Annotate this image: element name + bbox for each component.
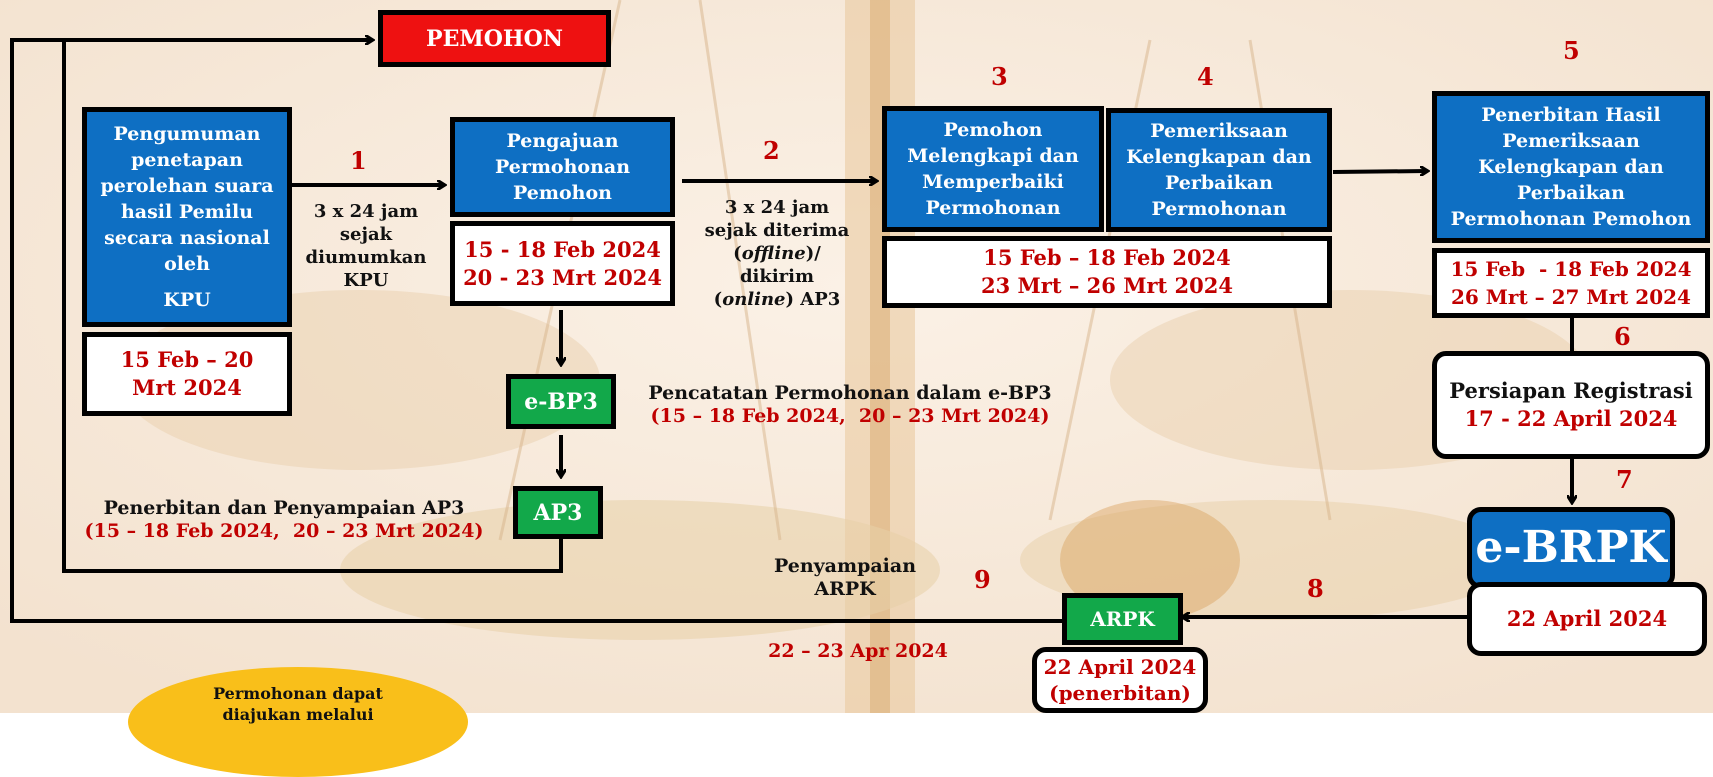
melengkapi-box: Pemohon Melengkapi dan Memperbaiki Permo… bbox=[882, 106, 1104, 232]
penerbitan-date-box: 15 Feb - 18 Feb 2024 26 Mrt – 27 Mrt 202… bbox=[1432, 248, 1710, 318]
step34-date-1: 15 Feb – 18 Feb 2024 bbox=[983, 245, 1231, 270]
step34-date-box: 15 Feb – 18 Feb 2024 23 Mrt – 26 Mrt 202… bbox=[882, 236, 1332, 308]
arpk-box: ARPK bbox=[1062, 593, 1183, 645]
persiapan-box: Persiapan Registrasi 17 - 22 April 2024 bbox=[1432, 351, 1710, 459]
melengkapi-text: Pemohon Melengkapi dan Memperbaiki Permo… bbox=[907, 119, 1079, 219]
info-ellipse-text: Permohonan dapat diajukan melalui bbox=[213, 684, 383, 724]
ap3-text: AP3 bbox=[533, 499, 583, 526]
step-number-5: 5 bbox=[1563, 36, 1580, 65]
step2-label: 3 x 24 jam sejak diterima (offline)/ dik… bbox=[704, 197, 850, 310]
pengumuman-text: Pengumuman penetapan perolehan suara has… bbox=[100, 123, 274, 275]
pengajuan-date-2: 20 - 23 Mrt 2024 bbox=[463, 264, 662, 290]
step-number-8: 8 bbox=[1307, 574, 1324, 603]
step-number-4: 4 bbox=[1197, 62, 1214, 91]
pengajuan-text: Pengajuan Permohonan Pemohon bbox=[494, 130, 631, 204]
step-number-2: 2 bbox=[763, 136, 780, 165]
step-number-1: 1 bbox=[350, 146, 367, 175]
step-number-3: 3 bbox=[991, 62, 1008, 91]
info-ellipse: Permohonan dapat diajukan melalui bbox=[128, 667, 468, 777]
penerbitan-hasil-text: Penerbitan Hasil Pemeriksaan Kelengkapan… bbox=[1450, 104, 1692, 230]
pengumuman-kpu-text: KPU bbox=[163, 289, 211, 311]
arpk-date-2: (penerbitan) bbox=[1049, 681, 1191, 705]
penerbitan-date-2: 26 Mrt – 27 Mrt 2024 bbox=[1451, 285, 1691, 309]
step1-label: 3 x 24 jam sejak diumumkan KPU bbox=[305, 201, 427, 291]
ebrpk-box: e-BRPK bbox=[1467, 507, 1675, 589]
ebp3-box: e-BP3 bbox=[506, 374, 616, 429]
arpk-date-1: 22 April 2024 bbox=[1043, 655, 1197, 679]
penyampaian-arpk-date: 22 – 23 Apr 2024 bbox=[768, 640, 948, 662]
ebrpk-date-box: 22 April 2024 bbox=[1467, 582, 1707, 656]
pengumuman-date-box: 15 Feb – 20 Mrt 2024 bbox=[82, 332, 292, 416]
pencatatan-label: Pencatatan Permohonan dalam e-BP3 (15 – … bbox=[648, 382, 1052, 427]
pemeriksaan-box: Pemeriksaan Kelengkapan dan Perbaikan Pe… bbox=[1106, 108, 1332, 232]
pengumuman-date: 15 Feb – 20 Mrt 2024 bbox=[120, 347, 254, 400]
pemohon-box: PEMOHON bbox=[378, 10, 611, 67]
step34-date-2: 23 Mrt – 26 Mrt 2024 bbox=[981, 273, 1233, 298]
pemohon-label: PEMOHON bbox=[426, 25, 563, 52]
pengajuan-date-box: 15 - 18 Feb 2024 20 - 23 Mrt 2024 bbox=[450, 221, 675, 306]
pengajuan-date-1: 15 - 18 Feb 2024 bbox=[464, 236, 661, 262]
ebp3-text: e-BP3 bbox=[524, 388, 598, 415]
step-number-7: 7 bbox=[1616, 465, 1633, 494]
ap3-box: AP3 bbox=[513, 486, 603, 539]
penerbitan-hasil-box: Penerbitan Hasil Pemeriksaan Kelengkapan… bbox=[1432, 91, 1710, 243]
penerbitan-date-1: 15 Feb - 18 Feb 2024 bbox=[1450, 257, 1692, 281]
pengumuman-box: Pengumuman penetapan perolehan suara has… bbox=[82, 107, 292, 327]
step-number-9: 9 bbox=[974, 565, 991, 594]
ebrpk-date: 22 April 2024 bbox=[1506, 606, 1668, 631]
ebrpk-text: e-BRPK bbox=[1475, 522, 1667, 573]
pengajuan-box: Pengajuan Permohonan Pemohon bbox=[450, 117, 675, 217]
step-number-6: 6 bbox=[1614, 322, 1631, 351]
penyampaian-arpk-label: Penyampaian ARPK bbox=[773, 555, 917, 600]
persiapan-text: Persiapan Registrasi bbox=[1449, 378, 1693, 403]
persiapan-date: 17 - 22 April 2024 bbox=[1464, 406, 1678, 431]
arpk-text: ARPK bbox=[1090, 607, 1155, 631]
pemeriksaan-text: Pemeriksaan Kelengkapan dan Perbaikan Pe… bbox=[1126, 120, 1312, 220]
penyampaian-ap3-label: Penerbitan dan Penyampaian AP3 (15 – 18 … bbox=[84, 497, 484, 542]
arpk-date-box: 22 April 2024 (penerbitan) bbox=[1032, 647, 1208, 713]
